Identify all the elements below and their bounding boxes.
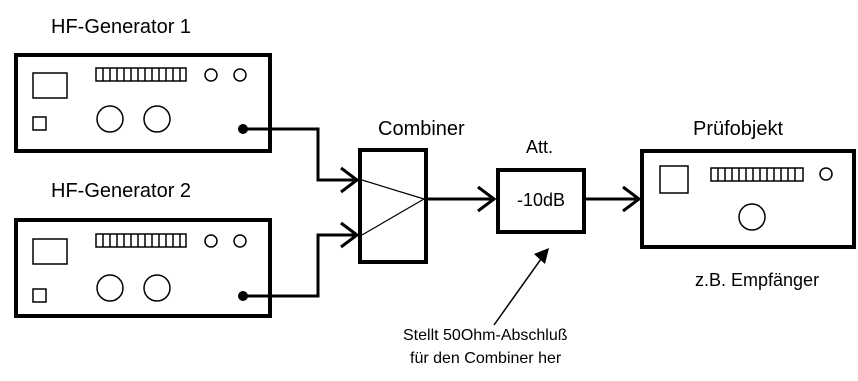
arrowhead-combiner-in-1 bbox=[340, 166, 360, 194]
attenuator-frame bbox=[496, 168, 586, 234]
dut bbox=[640, 149, 856, 249]
generator-2-title: HF-Generator 2 bbox=[51, 180, 192, 202]
generator-1-small-knob-a bbox=[204, 68, 218, 82]
generator-1-power-switch bbox=[32, 116, 47, 131]
arrowhead-dut-in bbox=[622, 185, 642, 213]
dut-title: Prüfobjekt bbox=[693, 118, 784, 140]
combiner-internal-lines bbox=[361, 179, 425, 236]
generator-2-knob-b bbox=[143, 274, 171, 302]
generator-2-small-knob-a bbox=[204, 234, 218, 248]
generator-2-knob-a bbox=[96, 274, 124, 302]
generator-2-frame bbox=[14, 218, 272, 318]
cable-generator-1 bbox=[243, 127, 355, 182]
generator-1-knob-a bbox=[96, 105, 124, 133]
note-pointer-line bbox=[493, 251, 547, 326]
generator-1-display bbox=[32, 72, 68, 99]
dut-knob bbox=[738, 203, 766, 231]
dut-display bbox=[659, 165, 689, 194]
dut-caption: z.B. Empfänger bbox=[695, 270, 820, 290]
dut-frame bbox=[640, 149, 856, 249]
attenuator-value: -10dB bbox=[517, 190, 566, 210]
cable-generator-2 bbox=[243, 233, 355, 298]
attenuator-title: Att. bbox=[526, 137, 554, 157]
generator-2-small-knob-b bbox=[233, 234, 247, 248]
combiner bbox=[358, 148, 428, 264]
arrowhead-combiner-in-2 bbox=[340, 221, 360, 249]
arrowhead-attenuator-in bbox=[477, 185, 497, 213]
generator-1 bbox=[14, 53, 272, 153]
generator-1-knob-b bbox=[143, 105, 171, 133]
generator-2-display bbox=[32, 238, 68, 265]
generator-2-scale-ticks bbox=[102, 234, 181, 247]
generator-1-scale-ticks bbox=[102, 68, 181, 81]
combiner-frame bbox=[358, 148, 428, 264]
dut-scale-ticks bbox=[717, 168, 796, 181]
dut-scale bbox=[710, 167, 804, 182]
note-line-2: für den Combiner her bbox=[410, 350, 562, 367]
generator-2-power-switch bbox=[32, 288, 47, 303]
combiner-title: Combiner bbox=[378, 118, 465, 140]
generator-1-title: HF-Generator 1 bbox=[51, 16, 192, 38]
generator-1-scale bbox=[95, 67, 187, 82]
note-line-1: Stellt 50Ohm-Abschluß bbox=[403, 327, 568, 344]
note-pointer-arrowhead bbox=[534, 248, 549, 264]
generator-2 bbox=[14, 218, 272, 318]
generator-1-frame bbox=[14, 53, 272, 153]
generator-2-scale bbox=[95, 233, 187, 248]
generator-1-small-knob-b bbox=[233, 68, 247, 82]
dut-small-knob bbox=[819, 167, 833, 181]
